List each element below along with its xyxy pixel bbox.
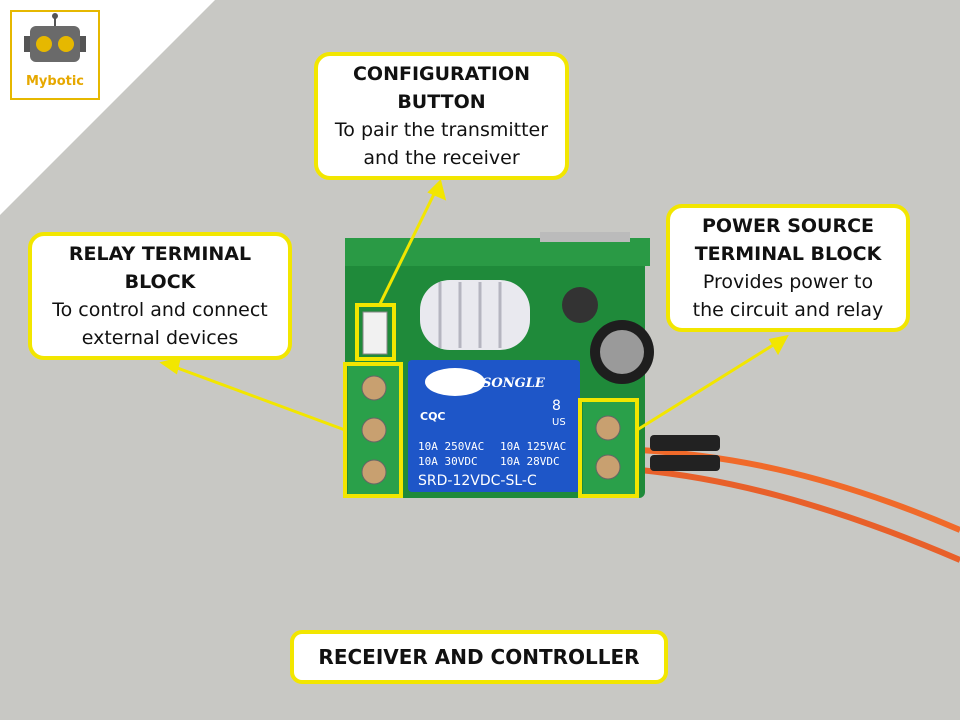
arrow-power <box>636 340 779 432</box>
arrow-relay <box>171 364 346 432</box>
relay-brand: SONGLE <box>482 376 546 391</box>
configuration-button-switch <box>362 311 388 355</box>
arrow-relay-head <box>159 356 182 375</box>
relay-cert-us: US <box>552 417 566 428</box>
callout-title: BLOCK <box>124 271 196 293</box>
relay-rating-2-right: 10A 28VDC <box>500 455 560 468</box>
robot-icon <box>24 13 86 62</box>
relay-terminal-callout: RELAY TERMINAL BLOCK To control and conn… <box>28 232 292 360</box>
arrow-power-head <box>768 334 789 356</box>
callout-arrows <box>159 179 789 432</box>
mybotic-logo: Mybotic <box>10 10 100 100</box>
arrow-configuration-head <box>427 179 447 201</box>
arrow-configuration <box>378 189 438 305</box>
callout-title: BUTTON <box>397 91 486 113</box>
diagram-caption: RECEIVER AND CONTROLLER <box>290 630 668 684</box>
power-wires <box>639 435 960 563</box>
callout-description: To control and connect <box>52 299 268 321</box>
power-terminal-block <box>578 398 639 498</box>
callout-title: CONFIGURATION <box>352 63 530 85</box>
logo-text: Mybotic <box>25 74 85 89</box>
relay-cert-cqc: CQC <box>420 410 446 423</box>
callout-description: external devices <box>81 327 239 349</box>
relay-terminal-block <box>343 362 403 498</box>
configuration-button-callout: CONFIGURATION BUTTON To pair the transmi… <box>314 52 569 180</box>
antenna-coil <box>420 280 530 350</box>
relay: SONGLE CQC 8 US 10A 250VAC 10A 125VAC 10… <box>408 360 580 492</box>
callout-description: the circuit and relay <box>692 299 884 321</box>
relay-rating-2-left: 10A 30VDC <box>418 455 478 468</box>
callout-title: POWER SOURCE <box>701 215 875 237</box>
callout-title: RELAY TERMINAL <box>68 243 252 265</box>
callout-description: To pair the transmitter <box>334 119 549 141</box>
configuration-button-highlight <box>355 303 396 361</box>
relay-model: SRD-12VDC-SL-C <box>418 473 537 489</box>
relay-rating-1-left: 10A 250VAC <box>418 440 484 453</box>
callout-description: and the receiver <box>363 147 520 169</box>
callout-description: Provides power to <box>702 271 874 293</box>
small-capacitor <box>562 287 598 323</box>
callout-title: TERMINAL BLOCK <box>694 243 882 265</box>
relay-number: 8 <box>552 398 561 414</box>
power-source-callout: POWER SOURCE TERMINAL BLOCK Provides pow… <box>666 204 910 332</box>
relay-rating-1-right: 10A 125VAC <box>500 440 566 453</box>
